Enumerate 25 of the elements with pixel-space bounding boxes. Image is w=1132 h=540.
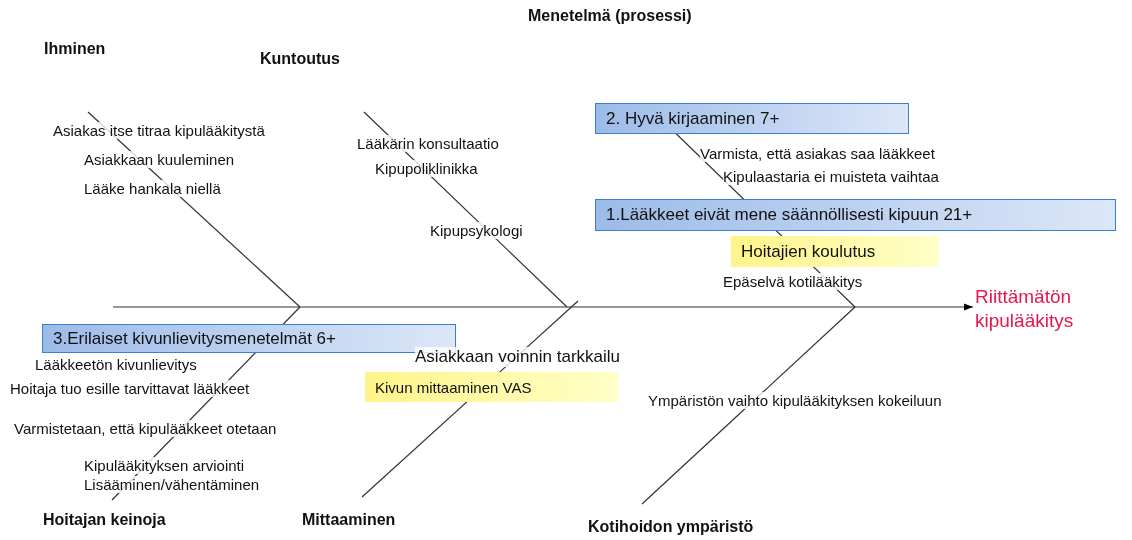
- spine-arrow: [112, 303, 974, 311]
- category-label: Menetelmä (prosessi): [528, 7, 692, 25]
- category-label: Hoitajan keinoja: [43, 511, 166, 529]
- cause-label: Ympäristön vaihto kipulääkityksen kokeiluun: [648, 392, 942, 409]
- cause-label: Lääke hankala niellä: [84, 180, 221, 197]
- cause-label: Varmista, että asiakas saa lääkkeet: [700, 145, 935, 162]
- highlight-box: Kivun mittaaminen VAS: [365, 372, 618, 402]
- cause-label: Asiakas itse titraa kipulääkitystä: [53, 122, 265, 139]
- cause-label: Varmistetaan, että kipulääkkeet otetaan: [14, 420, 277, 437]
- cause-label: Epäselvä kotilääkitys: [723, 273, 863, 290]
- cause-label: Lisääminen/vähentäminen: [84, 476, 260, 493]
- cause-label: Kipupsykologi: [430, 222, 523, 239]
- cause-label: Lääkärin konsultaatio: [357, 135, 499, 152]
- cause-label: Hoitaja tuo esille tarvittavat lääkkeet: [10, 380, 250, 397]
- highlight-box: Hoitajien koulutus: [731, 236, 939, 267]
- cause-box: 2. Hyvä kirjaaminen 7+: [595, 103, 909, 134]
- cause-box: 1.Lääkkeet eivät mene säännöllisesti kipuun 21+: [595, 199, 1116, 231]
- cause-label: Kipulääkityksen arviointi: [84, 457, 245, 474]
- cause-label: Asiakkaan kuuleminen: [84, 151, 235, 168]
- cause-label: Kipupoliklinikka: [375, 160, 478, 177]
- cause-label: Kipulaastaria ei muisteta vaihtaa: [723, 168, 939, 185]
- cause-label: Lääkkeetön kivunlievitys: [35, 356, 197, 373]
- category-label: Kotihoidon ympäristö: [588, 518, 754, 536]
- cause-label: Asiakkaan voinnin tarkkailu: [415, 347, 621, 367]
- effect-text: Riittämätön kipulääkitys: [975, 285, 1125, 333]
